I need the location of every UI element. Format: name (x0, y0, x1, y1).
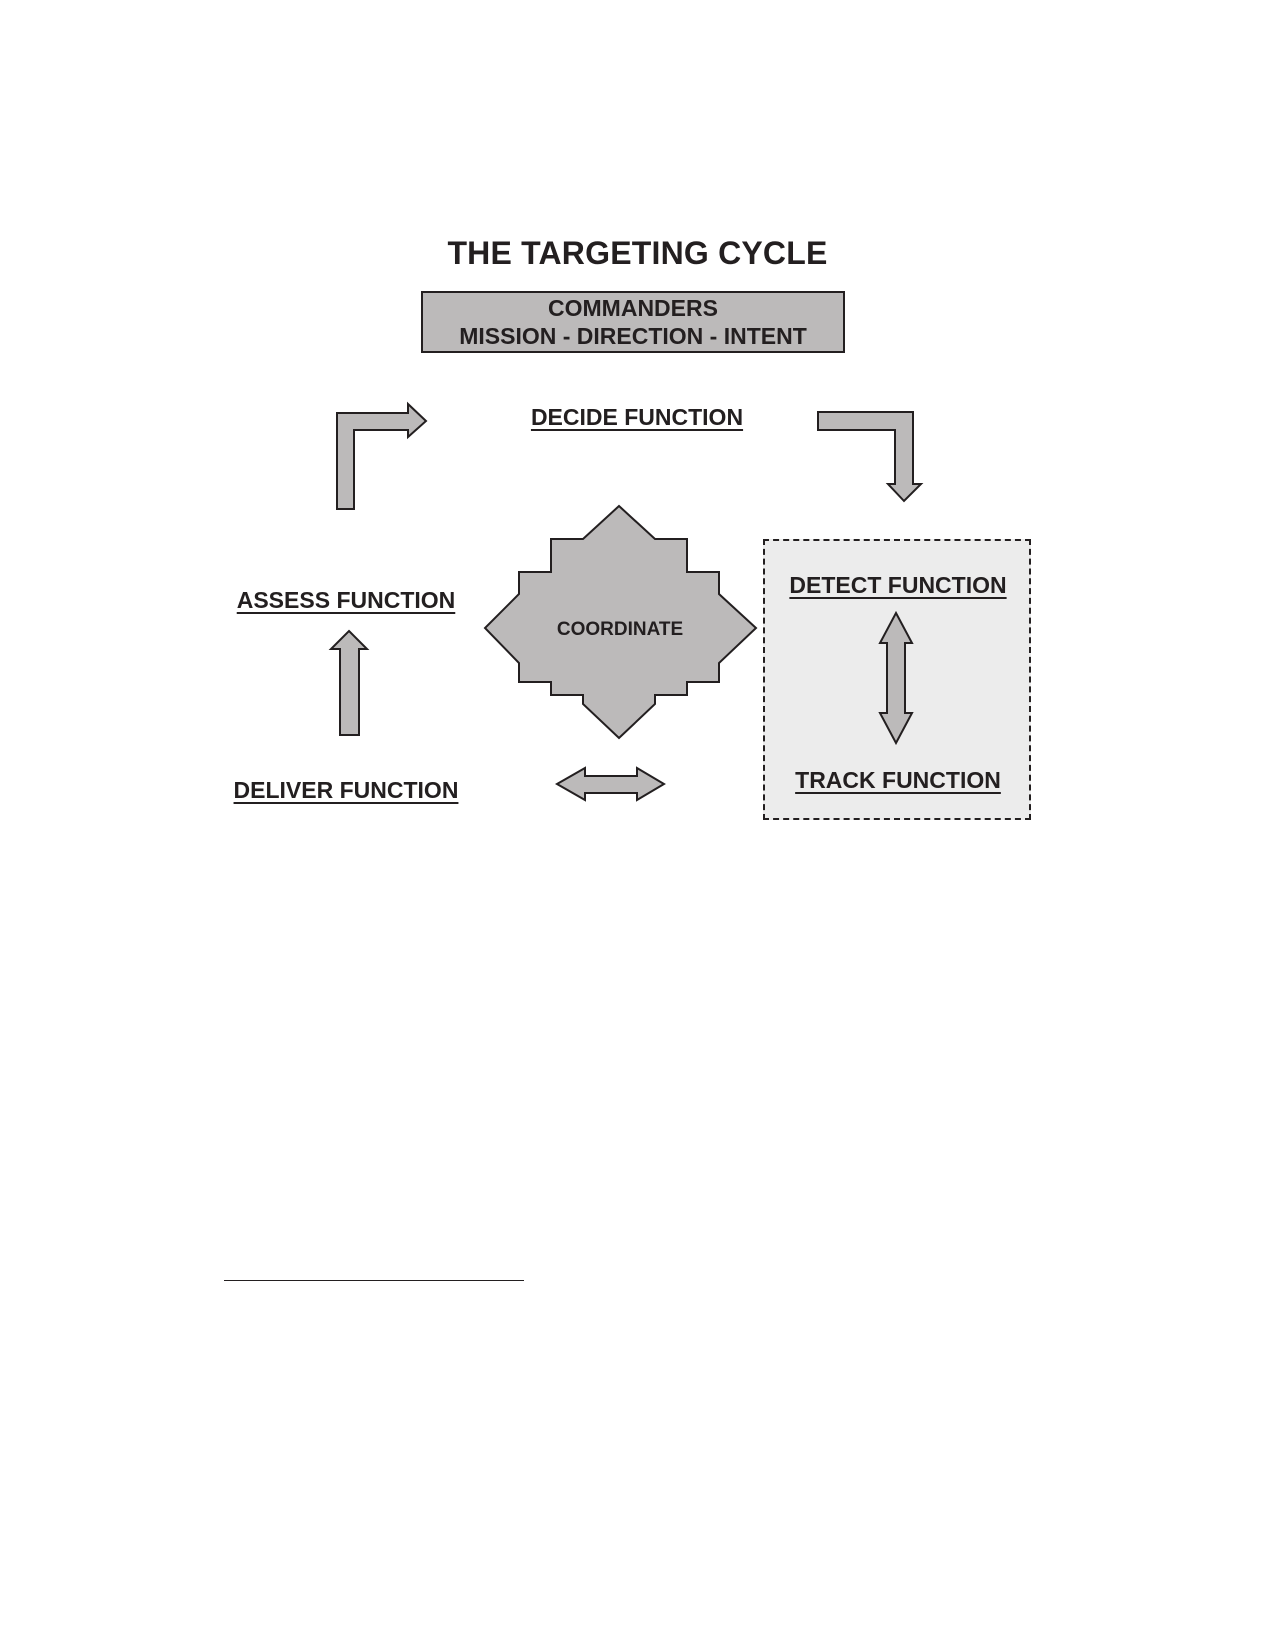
double-arrow-detect-track (878, 610, 914, 746)
elbow-arrow-decide-to-detect (817, 411, 924, 503)
commanders-line1: COMMANDERS (548, 295, 718, 321)
detect-function-label: DETECT FUNCTION (789, 572, 1007, 598)
elbow-arrow-assess-to-decide (336, 401, 428, 510)
assess-function-label: ASSESS FUNCTION (236, 587, 456, 613)
footnote-rule (224, 1280, 524, 1281)
up-arrow-deliver-to-assess (328, 629, 370, 736)
double-arrow-deliver-track (554, 766, 666, 802)
decide-function-label: DECIDE FUNCTION (530, 404, 744, 430)
commanders-box: COMMANDERS MISSION - DIRECTION - INTENT (421, 291, 845, 353)
commanders-line2: MISSION - DIRECTION - INTENT (459, 323, 807, 349)
diagram-title: THE TARGETING CYCLE (447, 235, 828, 271)
coordinate-label: COORDINATE (556, 619, 684, 640)
track-function-label: TRACK FUNCTION (795, 767, 1001, 793)
coordinate-cross-arrow (483, 504, 758, 740)
deliver-function-label: DELIVER FUNCTION (233, 777, 459, 803)
